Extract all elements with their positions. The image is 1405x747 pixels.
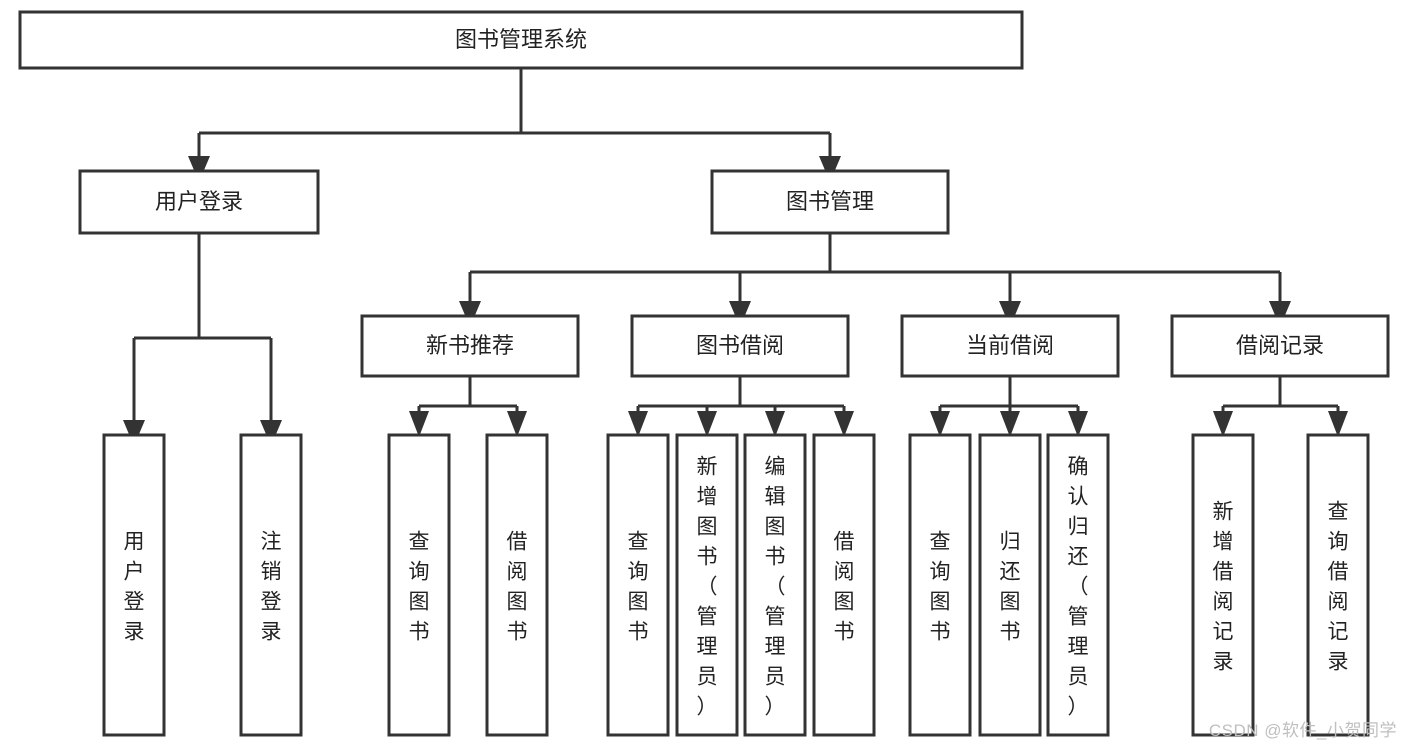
edge-to-book-borrow-arrowhead: [729, 301, 751, 327]
node-box-leaf-query-borrow-record: [1306, 433, 1370, 737]
node-box-book-borrow: [630, 314, 850, 378]
edge-to-leaf-query-book-1-arrowhead: [409, 411, 429, 437]
node-label-leaf-user-login: 用户登录: [124, 530, 145, 643]
node-leaf-user-logout[interactable]: 注销登录: [239, 433, 303, 737]
node-label-leaf-query-book-2: 查询图书: [628, 530, 649, 643]
edge-to-leaf-query-borrow-record-arrowhead: [1328, 411, 1348, 437]
node-box-leaf-query-book-2: [606, 433, 670, 737]
node-leaf-query-book-1[interactable]: 查询图书: [387, 433, 451, 737]
node-label-current-borrow: 当前借阅: [966, 333, 1054, 358]
node-box-leaf-add-book: [675, 433, 739, 737]
node-label-user-login: 用户登录: [155, 189, 243, 214]
edge-to-leaf-borrow-book-1-arrowhead: [507, 411, 527, 437]
node-leaf-borrow-book-1[interactable]: 借阅图书: [485, 433, 549, 737]
edge-to-leaf-add-book-arrowhead: [697, 411, 717, 437]
node-label-borrow-record: 借阅记录: [1236, 333, 1324, 358]
node-label-book-borrow: 图书借阅: [696, 333, 784, 358]
node-current-borrow[interactable]: 当前借阅: [900, 314, 1120, 378]
node-box-leaf-query-book-3: [908, 433, 972, 737]
node-box-leaf-user-logout: [239, 433, 303, 737]
edge-to-leaf-query-book-2-arrowhead: [628, 411, 648, 437]
node-leaf-query-book-2[interactable]: 查询图书: [606, 433, 670, 737]
node-box-leaf-confirm-return: [1046, 433, 1110, 737]
node-label-leaf-return-book: 归还图书: [1000, 530, 1021, 643]
node-box-leaf-return-book: [978, 433, 1042, 737]
edge-to-leaf-user-login-arrowhead: [123, 420, 145, 446]
edge-to-leaf-query-book-3-arrowhead: [930, 411, 950, 437]
node-box-leaf-add-borrow-record: [1191, 433, 1255, 737]
node-leaf-return-book[interactable]: 归还图书: [978, 433, 1042, 737]
node-user-login[interactable]: 用户登录: [78, 169, 320, 235]
node-label-leaf-confirm-return: 确认归还（管理员）: [1068, 455, 1089, 718]
csdn-watermark: CSDN @软件_小贺同学: [1208, 721, 1397, 740]
node-borrow-record[interactable]: 借阅记录: [1170, 314, 1390, 378]
node-leaf-query-book-3[interactable]: 查询图书: [908, 433, 972, 737]
edge-to-user-login-arrowhead: [188, 156, 210, 182]
node-book-borrow[interactable]: 图书借阅: [630, 314, 850, 378]
node-label-book-manage: 图书管理: [786, 189, 874, 214]
node-leaf-query-borrow-record[interactable]: 查询借阅记录: [1306, 433, 1370, 737]
edge-to-leaf-user-logout-arrowhead: [260, 420, 282, 446]
node-leaf-edit-book[interactable]: 编辑图书（管理员）: [743, 433, 807, 737]
node-box-leaf-borrow-book-2: [812, 433, 876, 737]
node-leaf-borrow-book-2[interactable]: 借阅图书: [812, 433, 876, 737]
edge-to-leaf-return-book-arrowhead: [1000, 411, 1020, 437]
edge-to-leaf-confirm-return-arrowhead: [1068, 411, 1088, 437]
node-box-borrow-record: [1170, 314, 1390, 378]
nodes-layer: 图书管理系统用户登录图书管理新书推荐图书借阅当前借阅借阅记录用户登录注销登录查询…: [18, 10, 1390, 737]
node-label-leaf-query-book-3: 查询图书: [930, 530, 951, 643]
node-box-root: [18, 10, 1024, 70]
edge-to-leaf-borrow-book-2-arrowhead: [834, 411, 854, 437]
node-box-new-book-recommend: [360, 314, 580, 378]
node-box-leaf-edit-book: [743, 433, 807, 737]
node-box-user-login: [78, 169, 320, 235]
node-box-leaf-user-login: [102, 433, 166, 737]
node-label-leaf-add-borrow-record: 新增借阅记录: [1213, 500, 1234, 673]
node-leaf-add-book[interactable]: 新增图书（管理员）: [675, 433, 739, 737]
node-box-book-manage: [710, 169, 950, 235]
node-box-leaf-borrow-book-1: [485, 433, 549, 737]
node-label-leaf-user-logout: 注销登录: [261, 530, 282, 643]
node-root[interactable]: 图书管理系统: [18, 10, 1024, 70]
node-label-leaf-query-book-1: 查询图书: [409, 530, 430, 643]
node-box-current-borrow: [900, 314, 1120, 378]
edge-to-leaf-add-borrow-record-arrowhead: [1213, 411, 1233, 437]
node-label-leaf-borrow-book-1: 借阅图书: [507, 530, 528, 643]
node-label-leaf-borrow-book-2: 借阅图书: [834, 530, 855, 643]
node-book-manage[interactable]: 图书管理: [710, 169, 950, 235]
node-leaf-user-login[interactable]: 用户登录: [102, 433, 166, 737]
node-label-root: 图书管理系统: [455, 27, 587, 52]
node-label-leaf-edit-book: 编辑图书（管理员）: [765, 455, 786, 718]
node-label-leaf-add-book: 新增图书（管理员）: [697, 455, 718, 718]
edges-layer: [123, 68, 1348, 446]
node-leaf-confirm-return[interactable]: 确认归还（管理员）: [1046, 433, 1110, 737]
node-leaf-add-borrow-record[interactable]: 新增借阅记录: [1191, 433, 1255, 737]
node-new-book-recommend[interactable]: 新书推荐: [360, 314, 580, 378]
edge-to-leaf-edit-book-arrowhead: [765, 411, 785, 437]
node-box-leaf-query-book-1: [387, 433, 451, 737]
edge-to-book-manage-arrowhead: [819, 156, 841, 182]
edge-to-borrow-record-arrowhead: [1269, 301, 1291, 327]
node-label-new-book-recommend: 新书推荐: [426, 333, 514, 358]
node-label-leaf-query-borrow-record: 查询借阅记录: [1328, 500, 1349, 673]
edge-to-new-book-recommend-arrowhead: [459, 301, 481, 327]
edge-to-current-borrow-arrowhead: [999, 301, 1021, 327]
